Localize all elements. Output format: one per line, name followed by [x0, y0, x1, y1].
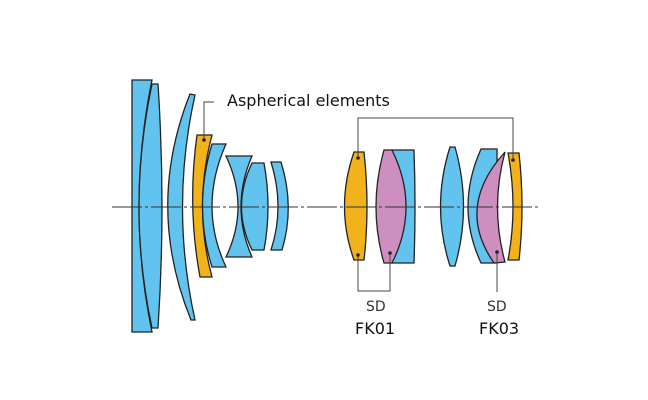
lens-element-3 [167, 93, 196, 321]
aspherical-element-9 [343, 151, 368, 261]
fk03-label: FK03 [479, 319, 520, 338]
sd-label-1: SD [366, 299, 386, 315]
fk01-label: FK01 [355, 319, 396, 338]
sd-label-2: SD [487, 299, 507, 315]
fk01-leader [357, 253, 391, 292]
lens-element-2 [138, 83, 163, 329]
aspherical-leader-rear [357, 117, 514, 160]
lens-element-5 [201, 143, 228, 268]
leader-dots [202, 138, 515, 257]
aspherical-leader-front [203, 101, 214, 140]
lens-element-8 [270, 161, 289, 251]
aspherical-label: Aspherical elements [227, 91, 390, 110]
